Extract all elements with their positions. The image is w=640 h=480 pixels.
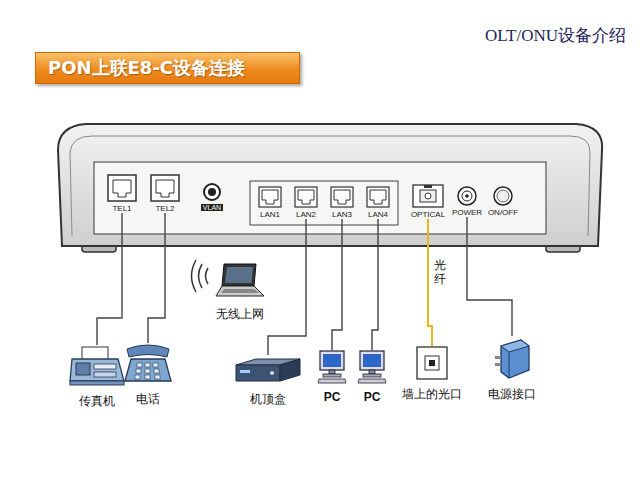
port-label: VLAN (201, 204, 223, 211)
pc-symbol (317, 350, 347, 384)
pc-device: PC (317, 350, 347, 404)
phone-icon (123, 343, 173, 385)
wireless-waves (192, 260, 209, 292)
jack-icon (202, 182, 222, 202)
phone-port: TEL2 (150, 174, 180, 213)
cable-line (148, 213, 165, 343)
jack-symbol (202, 182, 222, 202)
rj45-icon (366, 186, 390, 208)
pc-device: PC (357, 350, 387, 404)
device-label: 机顶盒 (250, 391, 286, 408)
pc-icon (357, 350, 387, 384)
laptop-symbol (214, 262, 266, 300)
power-icon (457, 186, 477, 206)
fax-device: 传真机 (68, 345, 126, 410)
sw-symbol (493, 186, 513, 206)
lan-port: LAN4 (366, 186, 390, 219)
wall-optical-outlet: 墙上的光口 (402, 346, 462, 403)
rj45-symbol (330, 186, 354, 208)
optical-icon (412, 184, 444, 208)
device-label: 传真机 (79, 393, 115, 410)
vlan-port: VLAN (201, 182, 223, 211)
fiber-cable (428, 219, 432, 346)
device-label: 电源接口 (488, 386, 536, 403)
cable-line (332, 219, 342, 350)
port-label: LAN4 (368, 210, 388, 219)
cable-line (97, 213, 122, 345)
pc-icon (317, 350, 347, 384)
port-label: POWER (452, 208, 482, 217)
device-label: PC (324, 390, 341, 404)
set-top-box: 机顶盒 (234, 355, 302, 408)
lan-port: LAN2 (294, 186, 318, 219)
optical-symbol (412, 184, 444, 208)
phone-device: 电话 (123, 343, 173, 408)
port-label: TEL1 (112, 204, 131, 213)
fax-icon (68, 345, 126, 387)
device-label: PC (364, 390, 381, 404)
cable-label: 光纤 (434, 259, 446, 285)
wall-symbol (416, 346, 448, 380)
fax-symbol (68, 345, 126, 387)
laptop-device: 无线上网 (214, 262, 266, 323)
rj11-icon (107, 174, 137, 202)
port-label: LAN2 (296, 210, 316, 219)
rj11-icon (150, 174, 180, 202)
adapter-icon (493, 336, 531, 380)
rj11-symbol (107, 174, 137, 202)
pc-symbol (357, 350, 387, 384)
optical-port: OPTICAL (411, 184, 445, 219)
power-port: POWER (452, 186, 482, 217)
sw-icon (493, 186, 513, 206)
adapter-symbol (493, 336, 531, 380)
port-label: LAN1 (260, 210, 280, 219)
rj45-icon (258, 186, 282, 208)
rj45-icon (294, 186, 318, 208)
cable-line (467, 217, 512, 336)
stb-icon (234, 355, 302, 385)
port-label: OPTICAL (411, 210, 445, 219)
rj45-symbol (366, 186, 390, 208)
wall-icon (416, 346, 448, 380)
cable-line (372, 219, 378, 350)
section-banner: PON上联E8-C设备连接 (35, 52, 300, 84)
port-label: LAN3 (332, 210, 352, 219)
phone-port: TEL1 (107, 174, 137, 213)
lan-port: LAN1 (258, 186, 282, 219)
power-switch: ON/OFF (488, 186, 518, 217)
device-label: 墙上的光口 (402, 386, 462, 403)
device-label: 无线上网 (216, 306, 264, 323)
router-housing (58, 124, 602, 252)
port-label: ON/OFF (488, 208, 518, 217)
laptop-icon (214, 262, 266, 300)
rj11-symbol (150, 174, 180, 202)
cable-line (268, 219, 306, 355)
rj45-icon (330, 186, 354, 208)
rj45-symbol (294, 186, 318, 208)
rj45-symbol (258, 186, 282, 208)
banner-title: PON上联E8-C设备连接 (48, 56, 245, 80)
power-adapter: 电源接口 (488, 336, 536, 403)
stb-symbol (234, 355, 302, 385)
lan-port: LAN3 (330, 186, 354, 219)
phone-symbol (123, 343, 173, 385)
header-label: OLT/ONU设备介绍 (485, 24, 626, 47)
power-symbol (457, 186, 477, 206)
device-label: 电话 (136, 391, 160, 408)
port-label: TEL2 (155, 204, 174, 213)
